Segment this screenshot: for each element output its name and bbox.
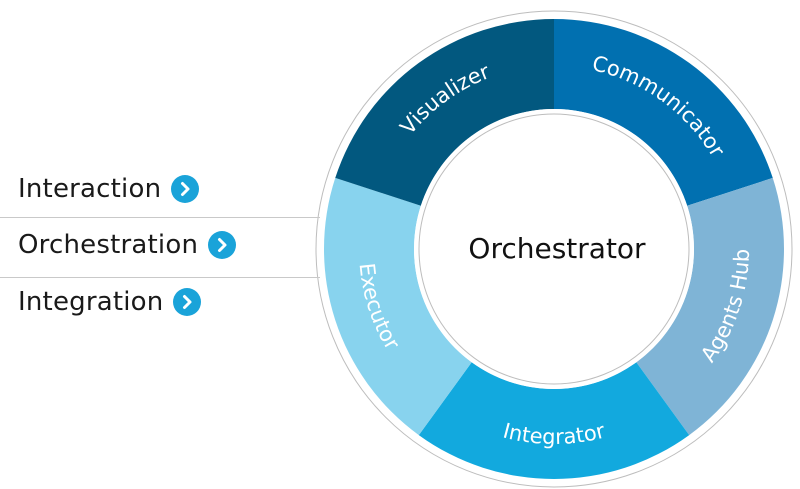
menu-item-label: Interaction bbox=[18, 174, 162, 204]
wheel-segment-agents-hub[interactable] bbox=[636, 177, 784, 436]
center-circle bbox=[418, 113, 690, 385]
center-label: Orchestrator bbox=[468, 232, 646, 265]
menu-separator bbox=[0, 277, 320, 278]
chevron-right-icon[interactable] bbox=[173, 288, 202, 316]
menu-item-integration[interactable]: Integration bbox=[18, 287, 202, 317]
menu-item-label: Orchestration bbox=[18, 230, 199, 260]
wheel-segment-communicator[interactable] bbox=[554, 19, 773, 206]
menu-item-label: Integration bbox=[18, 287, 164, 317]
menu-item-orchestration[interactable]: Orchestration bbox=[18, 230, 237, 260]
outer-ring-outline bbox=[315, 10, 793, 488]
chevron-right-icon[interactable] bbox=[208, 231, 237, 259]
wheel-segment-visualizer[interactable] bbox=[335, 19, 554, 206]
chevron-right-icon[interactable] bbox=[171, 175, 200, 203]
wheel-segments bbox=[324, 19, 784, 479]
wheel-segment-executor[interactable] bbox=[324, 177, 472, 436]
wheel-segment-integrator[interactable] bbox=[418, 362, 690, 479]
menu-separator bbox=[0, 217, 320, 218]
menu-item-interaction[interactable]: Interaction bbox=[18, 174, 200, 204]
